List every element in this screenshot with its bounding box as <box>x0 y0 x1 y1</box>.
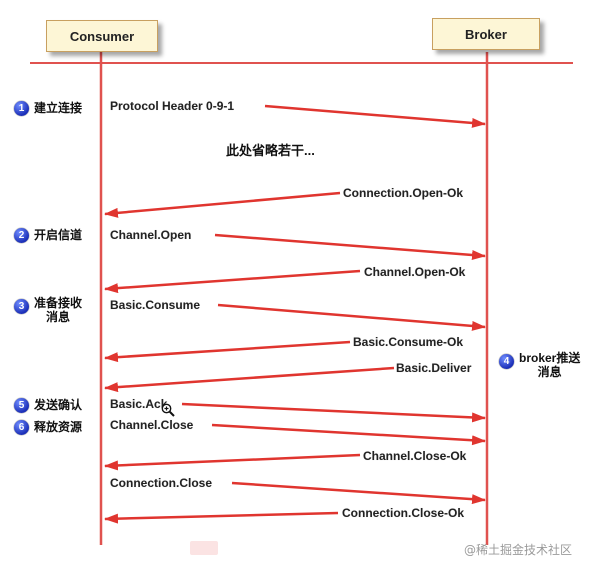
message-arrow-11 <box>231 481 486 505</box>
message-arrow-12 <box>104 511 339 524</box>
message-arrow-1 <box>264 104 486 128</box>
step-number-badge: 3 <box>14 299 29 314</box>
message-arrow-7 <box>104 366 395 393</box>
consumer-title: Consumer <box>69 28 135 44</box>
step-number-badge: 1 <box>14 101 29 116</box>
message-arrow-8 <box>181 402 486 423</box>
message-label: Channel.Open-Ok <box>364 265 466 279</box>
message-label: Basic.Consume-Ok <box>353 335 464 349</box>
message-arrow-5 <box>217 303 486 331</box>
step-number-badge: 6 <box>14 420 29 435</box>
decorative-chip <box>190 541 218 555</box>
message-label: Basic.Ack <box>110 397 168 411</box>
message-arrow-9 <box>211 423 486 446</box>
message-arrow-2 <box>104 191 341 218</box>
step-number-badge: 2 <box>14 228 29 243</box>
step-label: 准备接收 消息 <box>34 296 83 324</box>
step-ack: 5 发送确认 <box>14 398 82 413</box>
message-label: Channel.Open <box>110 228 192 242</box>
step-label: 建立连接 <box>34 101 83 115</box>
message-label: Connection.Close-Ok <box>342 506 465 520</box>
message-label: Protocol Header 0-9-1 <box>110 99 235 113</box>
consumer-participant: Consumer <box>46 20 158 52</box>
step-label: 发送确认 <box>34 398 83 412</box>
step-number-badge: 4 <box>499 354 514 369</box>
message-label: Channel.Close-Ok <box>363 449 467 463</box>
omitted-note: 此处省略若干... <box>226 143 315 158</box>
watermark: @稀土掘金技术社区 <box>464 543 573 557</box>
step-release: 6 释放资源 <box>14 420 82 435</box>
broker-title: Broker <box>465 26 507 42</box>
message-arrow-6 <box>104 340 351 363</box>
step-label: 开启信道 <box>34 228 83 242</box>
message-label: Basic.Deliver <box>396 361 472 375</box>
message-arrow-4 <box>104 269 361 294</box>
message-arrow-10 <box>104 453 361 471</box>
zoom-in-cursor-icon <box>161 403 175 417</box>
step-label: broker推送 消息 <box>519 351 581 379</box>
message-label: Connection.Open-Ok <box>343 186 463 200</box>
step-connect: 1 建立连接 <box>14 101 82 116</box>
step-open-channel: 2 开启信道 <box>14 228 82 243</box>
message-label: Channel.Close <box>110 418 194 432</box>
message-label: Basic.Consume <box>110 298 201 312</box>
step-broker-push: 4 broker推送 消息 <box>499 351 580 379</box>
message-arrow-3 <box>214 233 486 260</box>
message-label: Connection.Close <box>110 476 213 490</box>
step-label: 释放资源 <box>34 420 83 434</box>
step-prepare-consume: 3 准备接收 消息 <box>14 296 82 324</box>
broker-participant: Broker <box>432 18 540 50</box>
step-number-badge: 5 <box>14 398 29 413</box>
message-arrows <box>104 104 486 524</box>
